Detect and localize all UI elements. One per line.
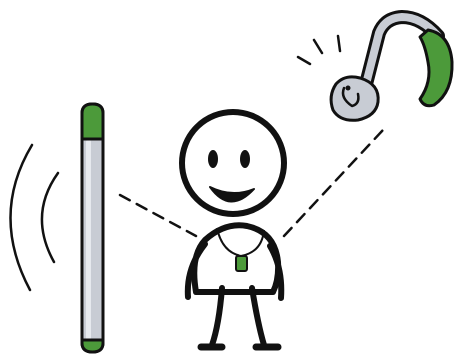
hearing-aid-earpiece (331, 77, 378, 120)
pendant-box (236, 256, 247, 271)
pole-to-person-line (120, 195, 196, 236)
hearing-aid-body (420, 30, 452, 106)
sound-wave-icon (10, 145, 58, 290)
hearing-aid-signal-line-2 (314, 40, 322, 53)
person-left-eye (208, 150, 218, 168)
sound-wave-outer (10, 145, 32, 290)
hearing-aid-earpiece-dot (346, 86, 351, 91)
person-icon (182, 112, 284, 347)
person-right-leg (252, 288, 264, 345)
person-right-eye (240, 150, 250, 168)
sound-wave-inner (42, 173, 58, 262)
pole-highlight (86, 140, 91, 340)
hearing-aid-signal-line-1 (298, 57, 310, 64)
transmitter-pole-icon (82, 104, 103, 352)
pole-bottom-cap (82, 340, 103, 352)
pole-top-cap (82, 104, 103, 139)
hearing-aid-icon (298, 17, 452, 120)
person-left-leg (212, 288, 222, 345)
person-to-hearing-aid-line (284, 130, 383, 236)
hearing-aid-signal-line-3 (338, 36, 340, 51)
pole-body (82, 104, 103, 352)
